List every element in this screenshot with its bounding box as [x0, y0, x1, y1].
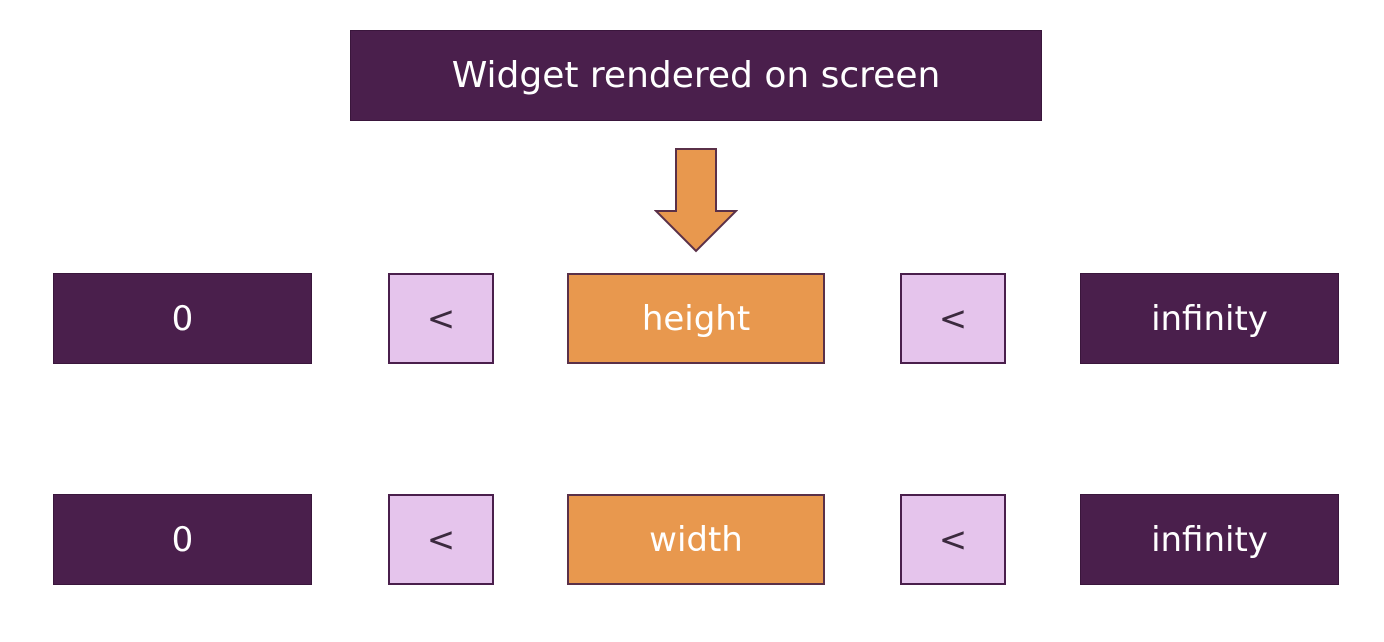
height-max-value: infinity	[1080, 273, 1339, 364]
width-max-value: infinity	[1080, 494, 1339, 585]
down-arrow-icon	[654, 148, 738, 253]
width-less-than-left: <	[388, 494, 494, 585]
height-less-than-right: <	[900, 273, 1006, 364]
height-dimension: height	[567, 273, 825, 364]
height-less-than-left: <	[388, 273, 494, 364]
width-min-value: 0	[53, 494, 312, 585]
width-less-than-right: <	[900, 494, 1006, 585]
widget-rendered-title: Widget rendered on screen	[350, 30, 1042, 121]
height-min-value: 0	[53, 273, 312, 364]
width-dimension: width	[567, 494, 825, 585]
